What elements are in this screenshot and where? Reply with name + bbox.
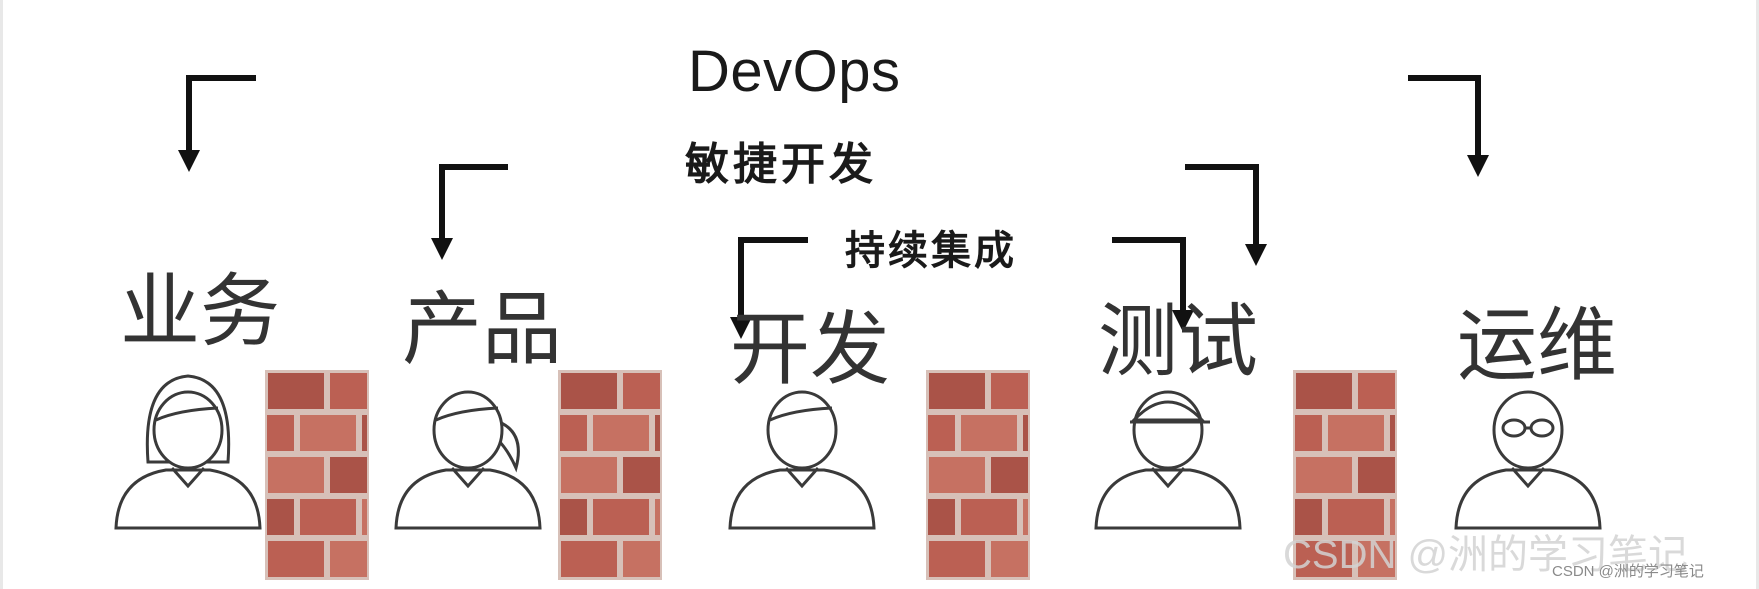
arrow-test-inner [1112,237,1194,332]
person-man-icon [728,390,876,530]
brick-wall-icon-3 [926,370,1030,580]
arrowhead-icon [730,317,752,339]
role-label-operations: 运维 [1457,299,1617,392]
diagram-title: DevOps [688,39,901,104]
brick-wall-icon-1 [265,370,369,580]
role-label-development: 开发 [730,303,890,396]
arrowhead-icon [1172,310,1194,332]
role-label-product: 产品 [402,283,562,376]
arrowhead-icon [1467,155,1489,177]
continuous-integration-label: 持续集成 [845,228,1017,274]
left-edge-line [0,0,3,589]
person-woman-icon [114,374,262,530]
watermark-large: CSDN @洲的学习笔记 [1283,533,1689,577]
person-cap-icon [1094,390,1242,530]
person-glasses-icon [1454,390,1602,530]
arrowhead-icon [178,150,200,172]
right-edge-line [1756,0,1759,589]
arrowhead-icon [431,238,453,260]
arrow-business [178,75,256,172]
person-ponytail-icon [394,390,542,530]
role-label-testing: 测试 [1098,295,1258,388]
arrow-ops [1408,75,1489,177]
arrowhead-icon [1245,244,1267,266]
agile-label: 敏捷开发 [685,139,877,190]
arrow-product [431,164,508,260]
arrow-dev [730,237,808,339]
brick-wall-icon-2 [558,370,662,580]
watermark-small: CSDN @洲的学习笔记 [1552,563,1704,580]
arrow-test-outer [1185,164,1267,266]
role-label-business: 业务 [120,265,280,358]
brick-wall-icon-4 [1293,370,1397,580]
